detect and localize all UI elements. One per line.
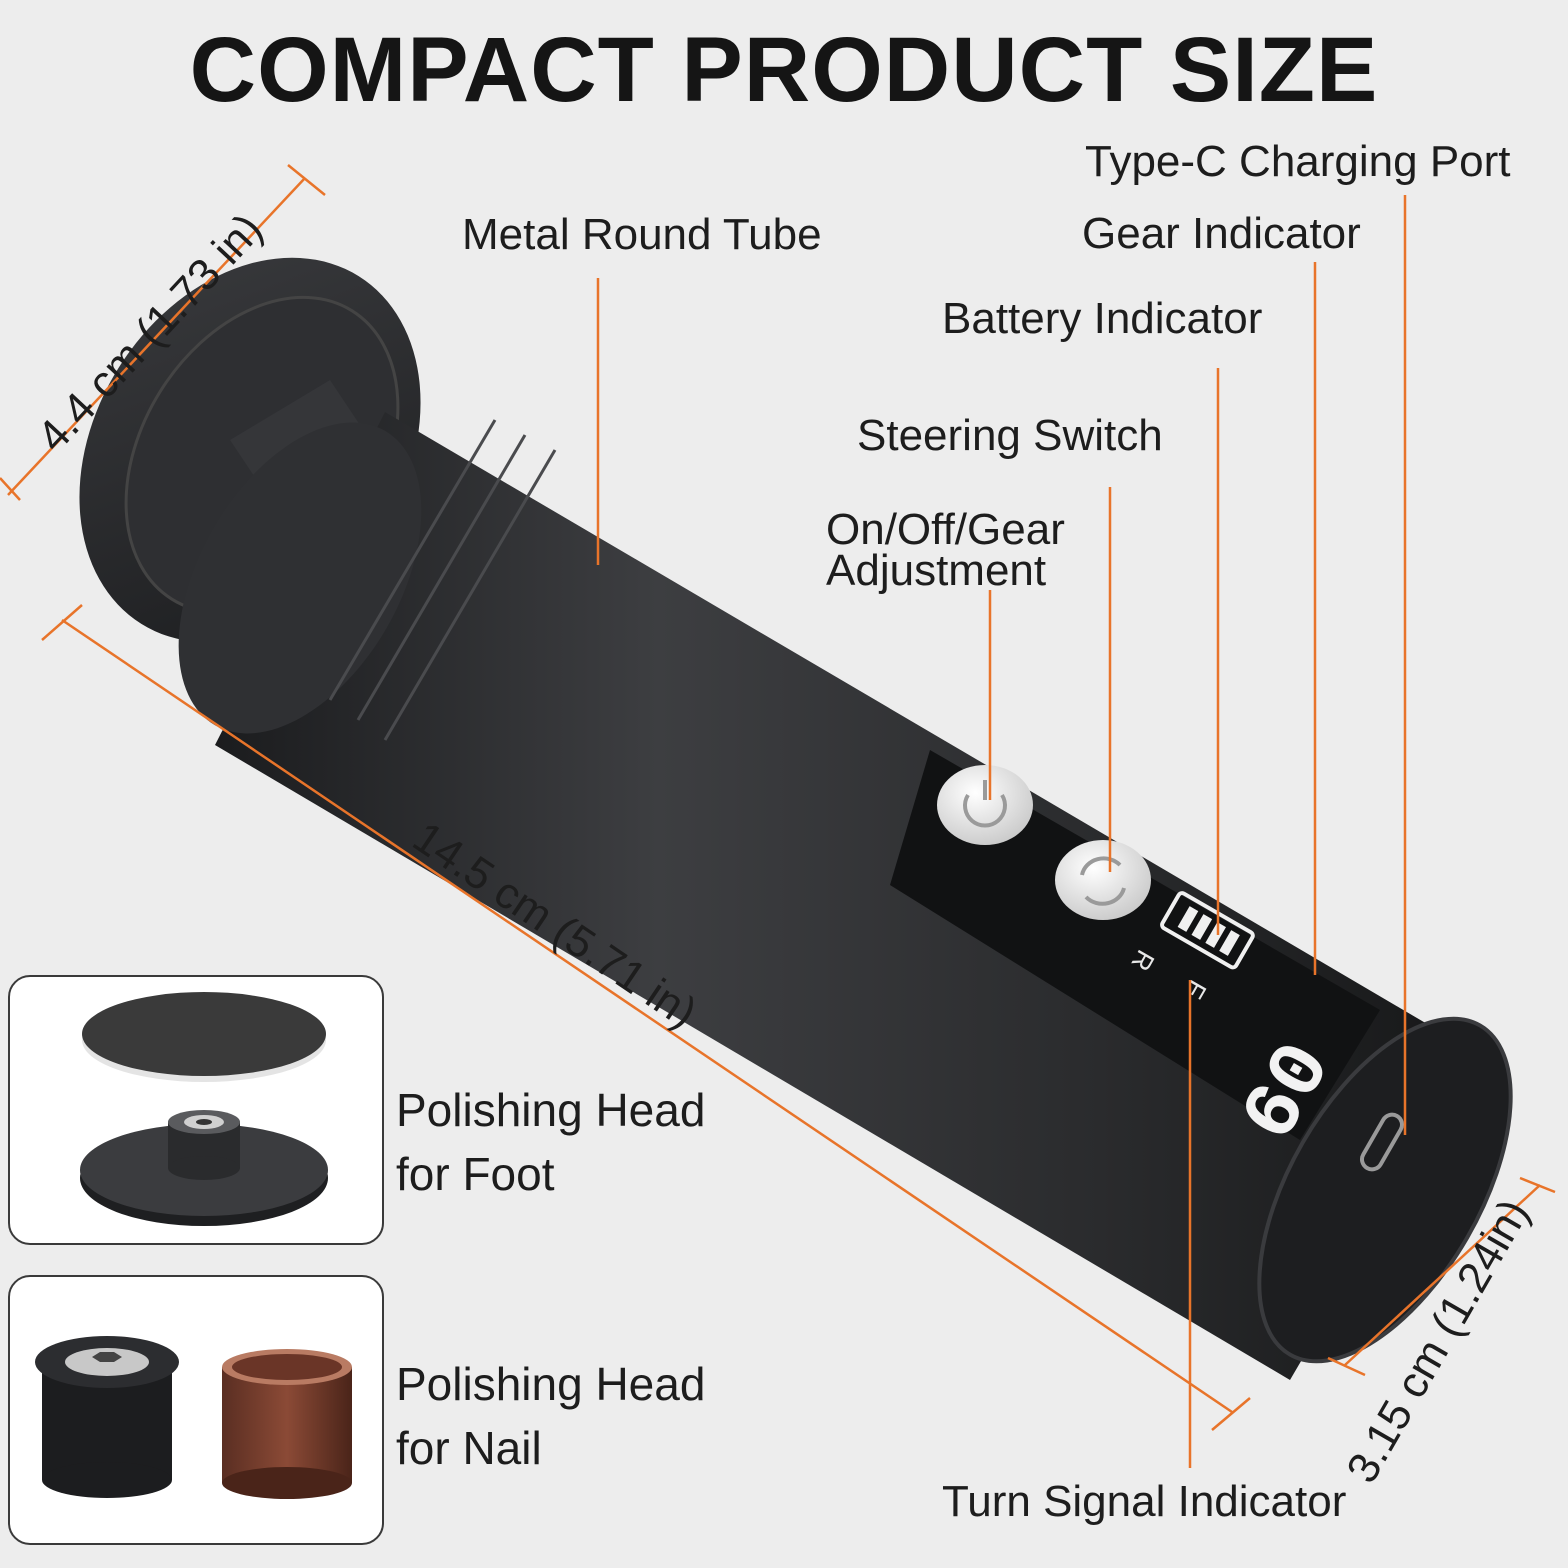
onoff-label-line1: On/Off/Gear [826, 505, 1065, 554]
gear-indicator-label: Gear Indicator [1082, 209, 1361, 258]
type-c-port-label: Type-C Charging Port [1085, 137, 1511, 186]
steering-switch-button[interactable] [1055, 840, 1151, 920]
nail-head-box [8, 1275, 384, 1545]
annotation-lines [0, 164, 1556, 1468]
page-title: COMPACT PRODUCT SIZE [189, 19, 1379, 121]
onoff-label-line2: Adjustment [826, 546, 1047, 595]
battery-indicator-label: Battery Indicator [942, 294, 1263, 343]
metal-round-tube [178, 412, 1480, 1380]
control-panel [890, 750, 1380, 1140]
type-c-port [1360, 1112, 1404, 1172]
end-cap [1257, 1016, 1513, 1364]
metal-round-tube-label: Metal Round Tube [462, 210, 822, 259]
foot-head-label-line2: for Foot [396, 1148, 555, 1200]
power-button[interactable] [937, 765, 1033, 845]
steering-switch-label: Steering Switch [857, 411, 1163, 460]
nail-head-label-line2: for Nail [396, 1422, 542, 1474]
turn-signal-label: Turn Signal Indicator [942, 1477, 1347, 1526]
nail-head-label-line1: Polishing Head [396, 1358, 706, 1410]
foot-head-box [8, 975, 384, 1245]
foot-head-label-line1: Polishing Head [396, 1084, 706, 1136]
